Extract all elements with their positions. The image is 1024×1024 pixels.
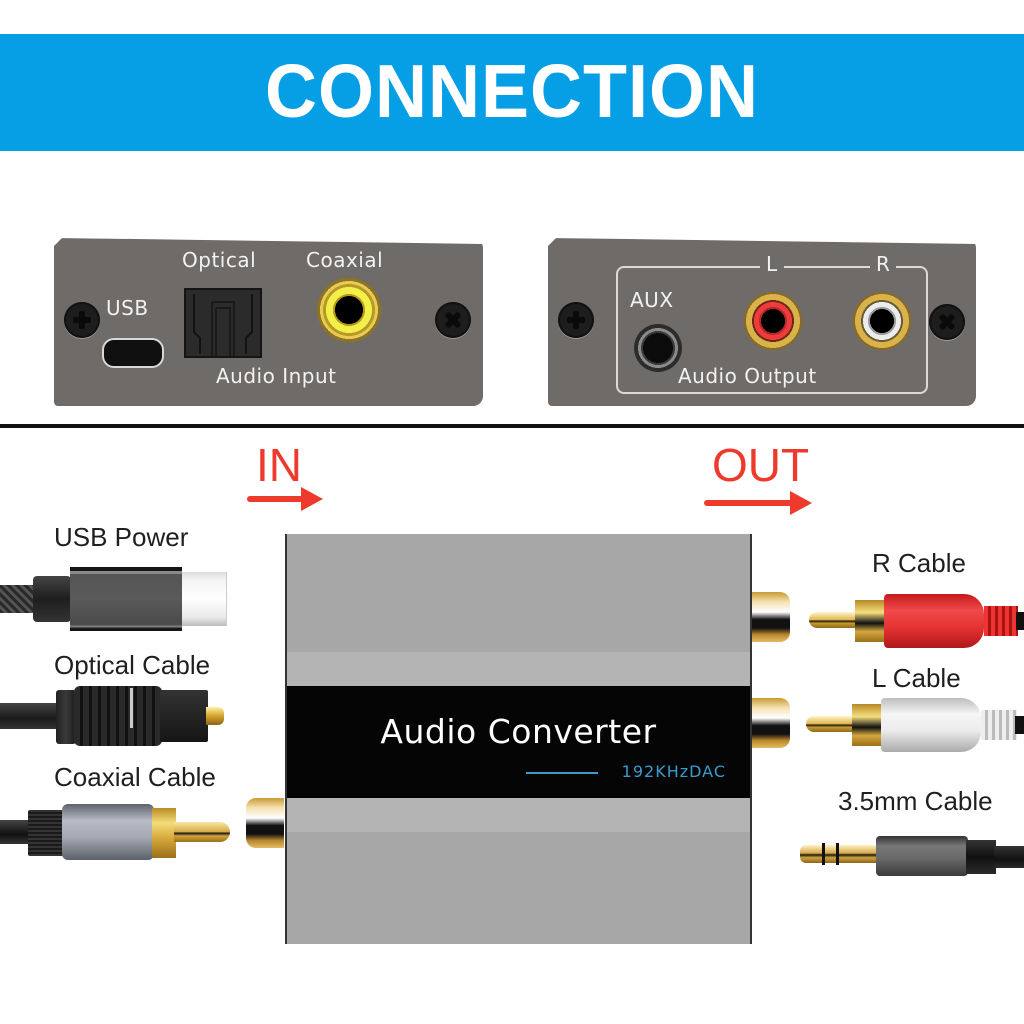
audio-output-caption: Audio Output: [678, 364, 817, 388]
screw-icon: [558, 302, 594, 338]
left-output-socket: [752, 698, 790, 748]
optical-port-shape-icon: [193, 294, 253, 356]
right-rca-jack: [853, 292, 911, 350]
optical-cable-label: Optical Cable: [54, 650, 211, 680]
right-channel-label: R: [870, 252, 897, 276]
screw-icon: [929, 304, 965, 340]
banner-title: CONNECTION: [265, 49, 759, 134]
device-label-band: Audio Converter 192KHzDAC: [287, 686, 750, 798]
coaxial-cable-label: Coaxial Cable: [54, 762, 216, 792]
input-panel: USB Optical Coaxial Audio Input: [54, 238, 483, 406]
screw-icon: [64, 302, 100, 338]
aux-label: AUX: [630, 288, 674, 312]
optical-port: [184, 288, 262, 358]
device-stripe: [287, 798, 750, 832]
left-rca-jack: [744, 292, 802, 350]
audio-input-caption: Audio Input: [216, 364, 337, 388]
out-arrow-icon: [704, 491, 812, 515]
right-output-socket: [752, 592, 790, 642]
usb-label: USB: [106, 296, 149, 320]
device-title: Audio Converter: [380, 712, 657, 751]
screw-icon: [435, 302, 471, 338]
device-subtitle-line: [526, 772, 598, 774]
device-stripe: [287, 652, 750, 686]
left-channel-label: L: [760, 252, 784, 276]
optical-label: Optical: [182, 248, 257, 272]
coaxial-label: Coaxial: [306, 248, 384, 272]
l-cable-label: L Cable: [872, 663, 961, 693]
in-arrow-icon: [247, 487, 323, 511]
out-label: OUT: [712, 439, 810, 491]
aux-jack: [634, 324, 682, 372]
audio-converter-device: Audio Converter 192KHzDAC: [285, 534, 752, 944]
r-cable-label: R Cable: [872, 548, 966, 578]
coaxial-input-socket: [246, 798, 284, 848]
in-label: IN: [256, 439, 302, 491]
coaxial-jack: [317, 278, 381, 342]
aux-cable-label: 3.5mm Cable: [838, 786, 993, 816]
section-divider: [0, 424, 1024, 428]
micro-usb-port: [102, 338, 164, 368]
usb-power-label: USB Power: [54, 522, 189, 552]
banner: CONNECTION: [0, 34, 1024, 151]
output-panel: L R AUX Audio Output: [548, 238, 976, 406]
device-subtitle: 192KHzDAC: [621, 762, 726, 781]
